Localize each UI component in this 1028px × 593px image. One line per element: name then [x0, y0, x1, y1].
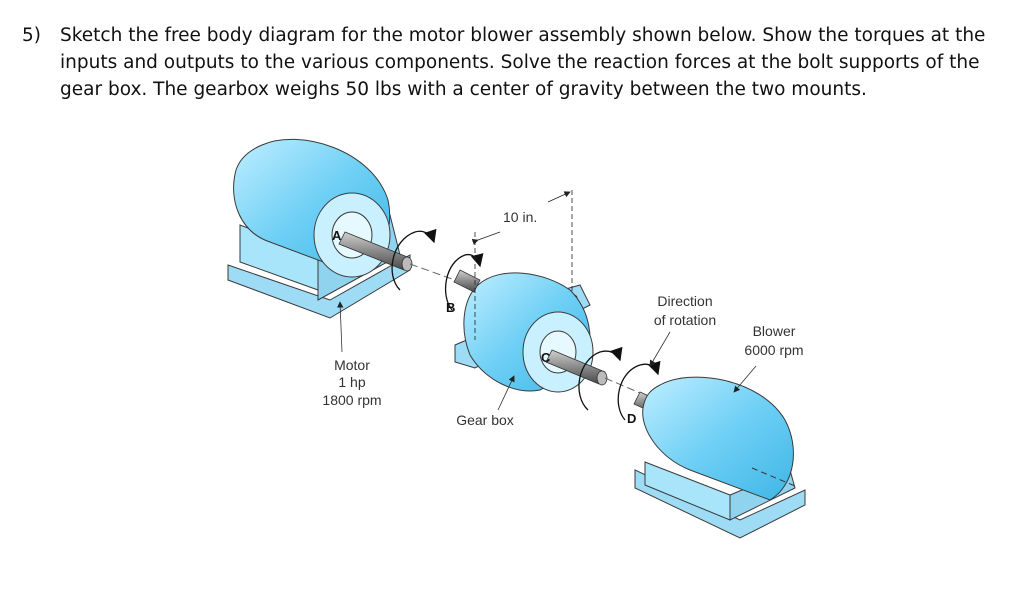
point-c-label: C [541, 350, 551, 365]
direction-callout: Direction of rotation [649, 293, 716, 367]
motor-label-line3: 1800 rpm [322, 392, 381, 408]
torque-arrow-d [617, 360, 661, 421]
gearbox-label: Gear box [456, 412, 514, 428]
motor-label-line2: 1 hp [338, 374, 365, 390]
problem-statement: 5) Sketch the free body diagram for the … [22, 22, 1012, 103]
torque-arrow-a [391, 228, 437, 291]
dimension-10in: 10 in. [471, 190, 573, 340]
blower-label-line1: Blower [753, 323, 796, 339]
shaft-b [453, 269, 481, 293]
shaft-c [545, 349, 608, 386]
motor-label-line1: Motor [334, 357, 370, 373]
point-d-label: D [627, 411, 636, 426]
gearbox-callout: Gear box [456, 375, 515, 428]
blower-callout: Blower 6000 rpm [733, 323, 804, 393]
dimension-label: 10 in. [503, 209, 537, 225]
direction-label-line1: Direction [657, 293, 712, 309]
blower-base [634, 469, 806, 539]
motor [227, 138, 411, 319]
torque-arrow-b [444, 253, 484, 311]
direction-label-line2: of rotation [654, 312, 716, 328]
blower [634, 376, 806, 539]
motor-callout: Motor 1 hp 1800 rpm [322, 301, 382, 408]
blower-label-line2: 6000 rpm [744, 342, 803, 358]
torque-arrow-c [578, 346, 623, 411]
problem-text: Sketch the free body diagram for the mot… [60, 25, 986, 100]
point-a-label: A [332, 228, 342, 243]
problem-number: 5) [22, 25, 41, 46]
point-b-label: B [446, 300, 455, 315]
